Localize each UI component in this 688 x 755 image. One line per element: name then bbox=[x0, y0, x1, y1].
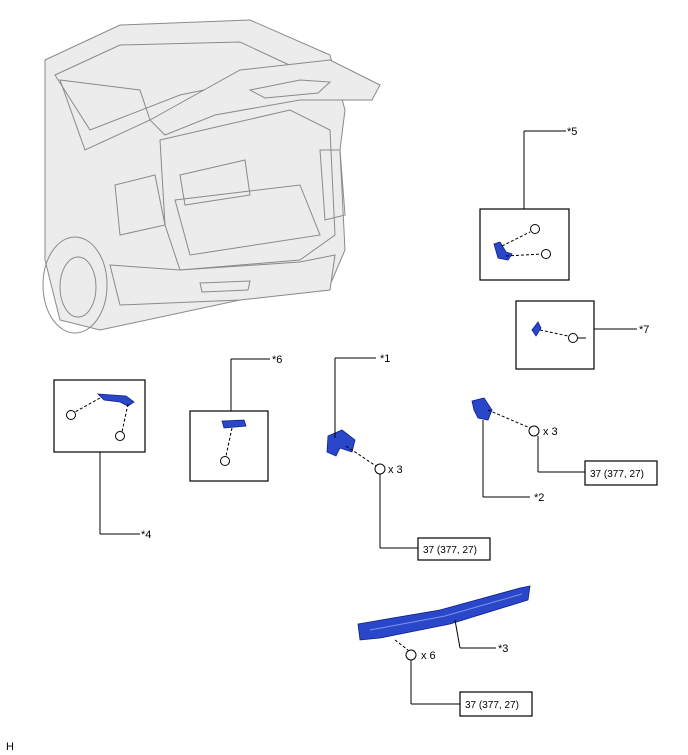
part-1-bracket bbox=[326, 357, 491, 561]
callout-4: *4 bbox=[141, 529, 151, 541]
torque-2: 37 (377, 27) bbox=[590, 469, 644, 480]
torque-3: 37 (377, 27) bbox=[465, 700, 519, 711]
corner-letter: H bbox=[6, 741, 14, 753]
part-3-reinforcement bbox=[357, 585, 533, 717]
inset-7 bbox=[515, 300, 637, 370]
quantity-1: x 3 bbox=[388, 464, 403, 476]
quantity-3: x 6 bbox=[421, 650, 436, 662]
quantity-2: x 3 bbox=[543, 426, 558, 438]
torque-1: 37 (377, 27) bbox=[423, 545, 477, 556]
inset-5 bbox=[479, 130, 570, 281]
callout-5: *5 bbox=[567, 126, 577, 138]
inset-6 bbox=[189, 358, 270, 482]
inset-4 bbox=[53, 379, 146, 535]
vehicle-rear-illustration bbox=[42, 19, 381, 334]
callout-3: *3 bbox=[498, 643, 508, 655]
callout-6: *6 bbox=[272, 354, 282, 366]
part-2-bracket bbox=[471, 397, 658, 498]
callout-1: *1 bbox=[380, 353, 390, 365]
callout-2: *2 bbox=[534, 492, 544, 504]
callout-7: *7 bbox=[639, 324, 649, 336]
